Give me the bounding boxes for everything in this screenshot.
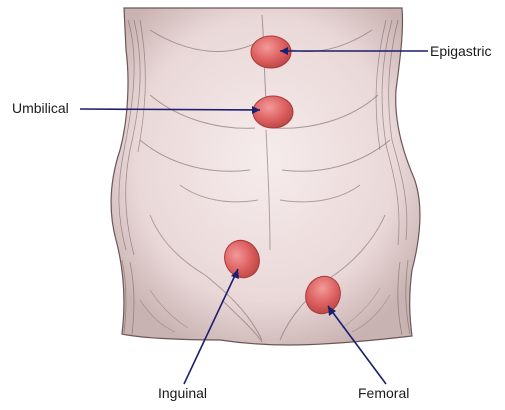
- umbilical-label: Umbilical: [12, 100, 69, 116]
- umbilical-hernia-site: [253, 96, 293, 128]
- femoral-label: Femoral: [358, 385, 409, 401]
- inguinal-label: Inguinal: [158, 385, 207, 401]
- umbilical-leader-line: [80, 109, 260, 110]
- epigastric-label: Epigastric: [430, 43, 491, 59]
